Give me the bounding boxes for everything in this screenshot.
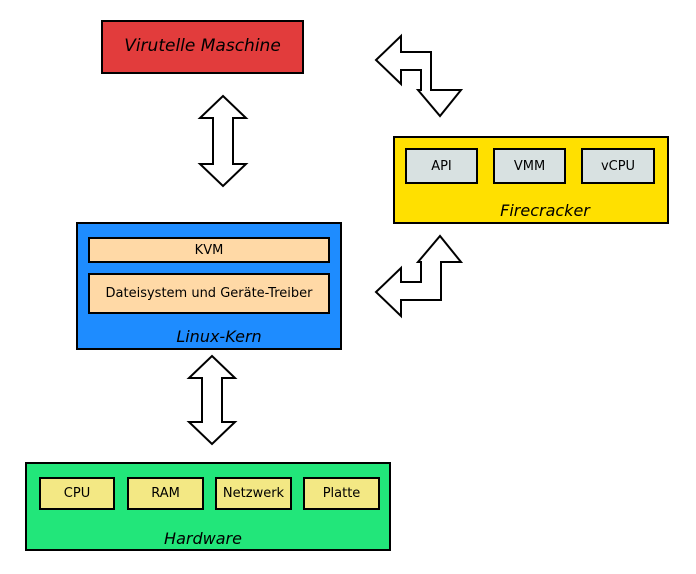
firecracker-label: Firecracker <box>500 201 590 220</box>
firecracker-vmm-chip: VMM <box>493 148 566 184</box>
hardware-label: Hardware <box>164 529 242 548</box>
hardware-box: CPU RAM Netzwerk Platte Hardware <box>25 462 391 551</box>
vm-firecracker-bent-arrow <box>374 33 464 118</box>
kernel-drivers-chip: Dateisystem und Geräte-Treiber <box>88 273 330 314</box>
firecracker-vcpu-label: vCPU <box>600 158 636 174</box>
vm-kernel-double-arrow <box>197 94 249 188</box>
kernel-firecracker-bent-arrow <box>374 234 464 319</box>
hardware-ram-chip: RAM <box>127 477 204 510</box>
kernel-hardware-double-arrow <box>186 354 238 446</box>
kernel-kvm-label: KVM <box>194 242 224 258</box>
hardware-network-chip: Netzwerk <box>215 477 292 510</box>
firecracker-vcpu-chip: vCPU <box>581 148 655 184</box>
hardware-disk-chip: Platte <box>303 477 380 510</box>
hardware-cpu-chip: CPU <box>39 477 115 510</box>
firecracker-api-label: API <box>431 158 452 174</box>
kernel-drivers-label: Dateisystem und Geräte-Treiber <box>105 286 313 301</box>
kernel-box: KVM Dateisystem und Geräte-Treiber Linux… <box>76 222 342 350</box>
kernel-label: Linux-Kern <box>176 327 262 346</box>
firecracker-api-chip: API <box>405 148 478 184</box>
hardware-network-label: Netzwerk <box>222 486 285 501</box>
firecracker-vmm-label: VMM <box>513 158 546 174</box>
kernel-kvm-chip: KVM <box>88 237 330 263</box>
hardware-disk-label: Platte <box>322 486 361 501</box>
vm-label: Virutelle Maschine <box>124 36 281 56</box>
hardware-ram-label: RAM <box>151 486 180 501</box>
vm-box: Virutelle Maschine <box>101 20 304 74</box>
hardware-cpu-label: CPU <box>63 486 91 501</box>
firecracker-box: API VMM vCPU Firecracker <box>393 136 669 224</box>
